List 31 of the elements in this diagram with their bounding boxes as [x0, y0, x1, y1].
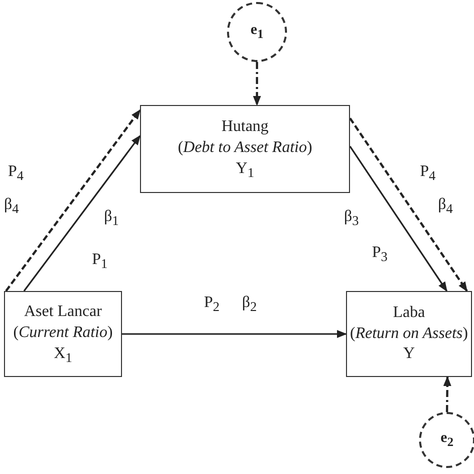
node-title: Laba [393, 302, 425, 323]
path-coefficient-label: P$_{4}$ [8, 163, 24, 184]
variable-box [4, 291, 122, 377]
node-title: e$_{1}$ [250, 21, 264, 43]
path-coefficient-label: β$_{4}$ [438, 196, 453, 218]
dashed-arrow [443, 376, 452, 412]
arrow [23, 135, 141, 292]
dashed-arrow [349, 118, 468, 292]
variable-symbol: Y [403, 344, 415, 364]
variable-box [346, 291, 472, 377]
dashed-arrow [252, 62, 261, 106]
node-title: e$_{2}$ [440, 429, 454, 451]
arrow [349, 146, 448, 292]
path-coefficient-label: P$_{3}$ [372, 244, 388, 266]
node-title: Aset Lancar [24, 302, 102, 322]
dashed-arrow [5, 109, 141, 292]
variable-symbol: X$_{1}$ [54, 344, 72, 366]
path-coefficient-label: β$_{4}$ [4, 196, 19, 218]
path-coefficient-label: P$_{2}$ [204, 294, 220, 316]
node-subtitle: (Return on Assets) [350, 324, 468, 344]
node-subtitle: (Current Ratio) [13, 322, 113, 343]
node-title: Hutang [221, 116, 269, 137]
node-subtitle: (Debt to Asset Ratio) [178, 138, 312, 158]
path-coefficient-label: β$_{2}$ [242, 294, 257, 316]
path-coefficient-label: P$_{1}$ [92, 251, 108, 272]
arrow [122, 330, 347, 338]
path-coefficient-label: P$_{4}$ [420, 163, 436, 184]
path-coefficient-label: β$_{1}$ [104, 208, 119, 230]
path-coefficient-label: β$_{3}$ [344, 208, 359, 230]
variable-symbol: Y$_{1}$ [236, 158, 254, 182]
variable-box [140, 105, 350, 193]
